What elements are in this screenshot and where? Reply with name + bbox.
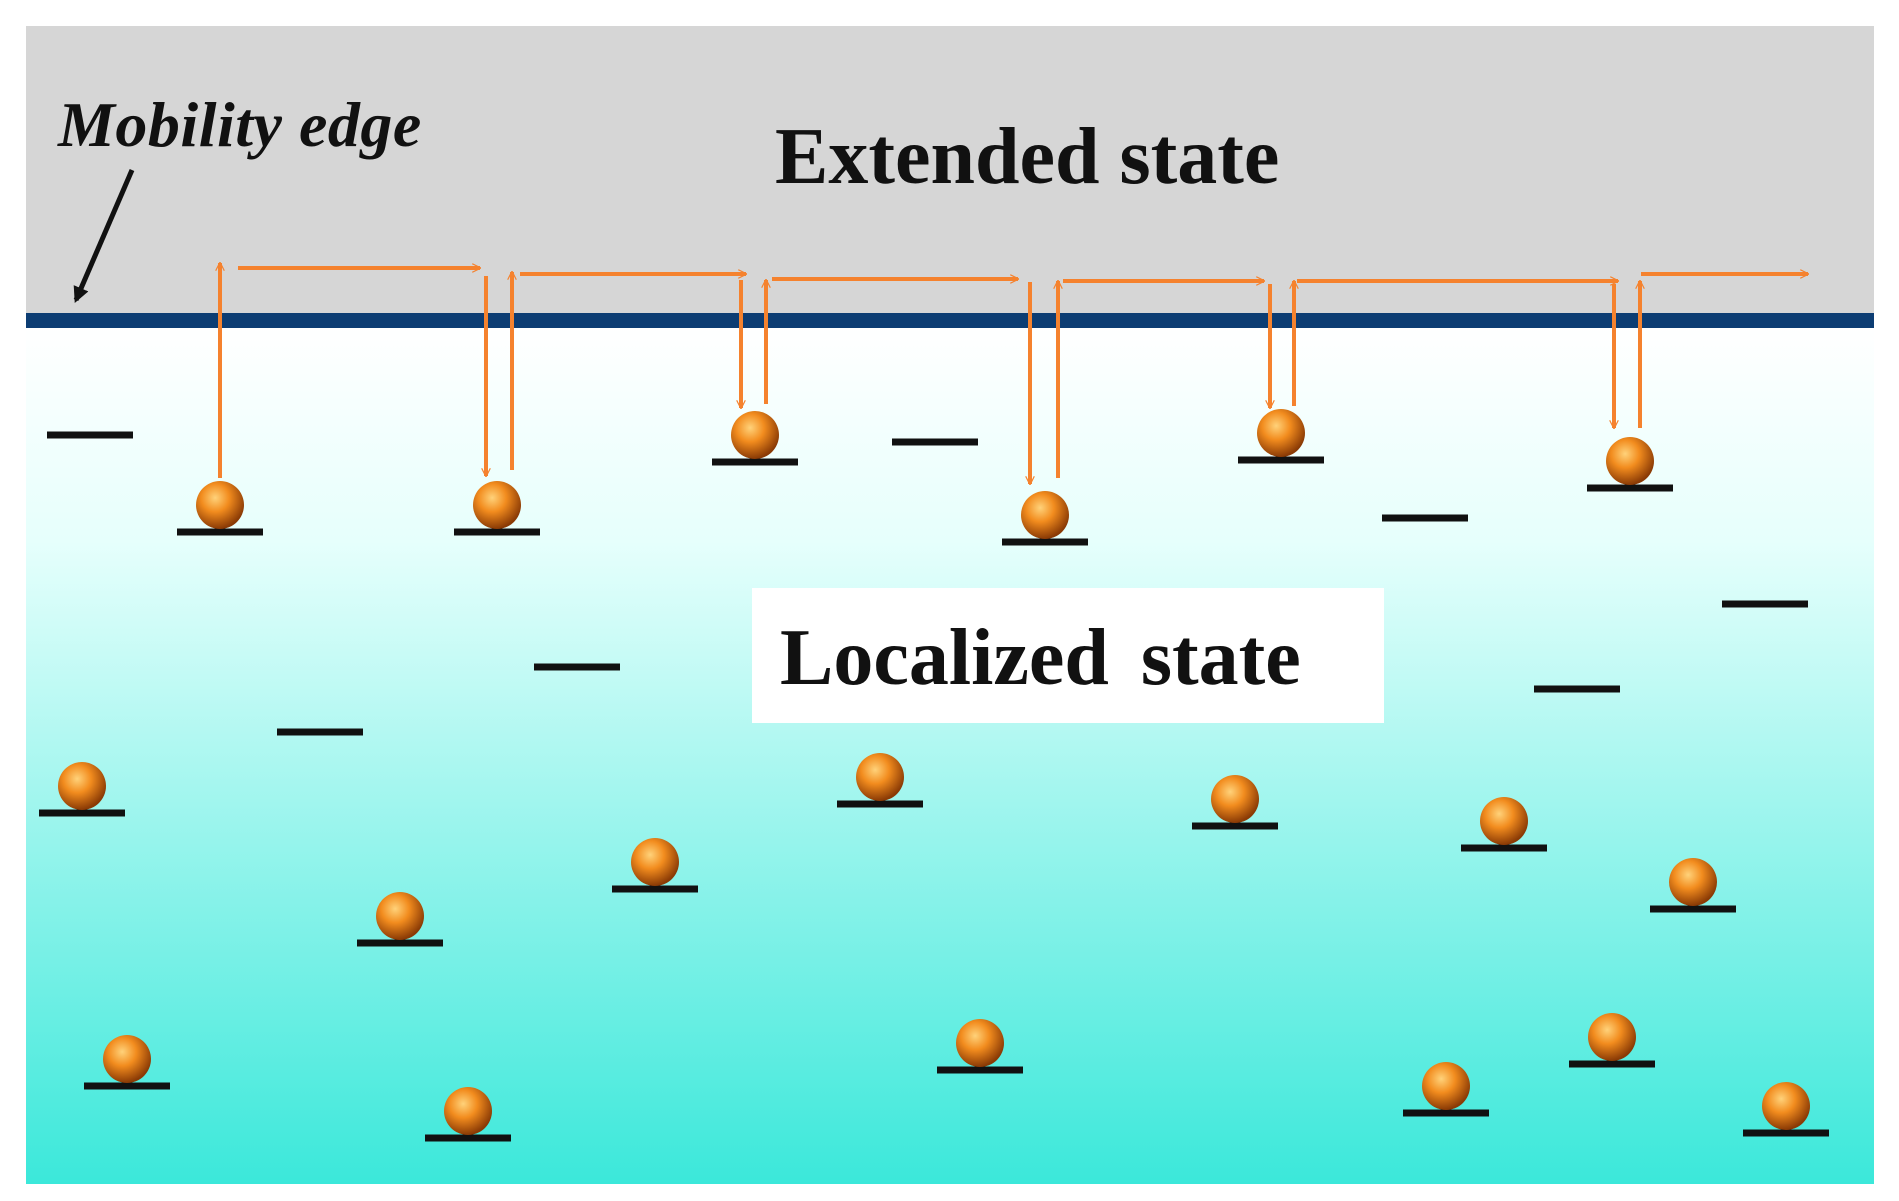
orange-sphere-icon bbox=[1480, 797, 1528, 845]
orange-sphere-icon bbox=[1257, 409, 1305, 457]
mobility-edge-pointer-arrow bbox=[73, 169, 135, 303]
orange-sphere-icon bbox=[1422, 1062, 1470, 1110]
orange-sphere-icon bbox=[473, 481, 521, 529]
trap-levels bbox=[39, 431, 1829, 1142]
mobility-edge-label: Mobility edge bbox=[58, 89, 422, 160]
orange-sphere-icon bbox=[956, 1019, 1004, 1067]
orange-sphere-icon bbox=[1669, 858, 1717, 906]
localized-state-label: Localized state bbox=[780, 614, 1301, 702]
hopping-path-arrows bbox=[220, 263, 1808, 484]
orange-sphere-icon bbox=[444, 1087, 492, 1135]
particles bbox=[58, 409, 1810, 1135]
orange-sphere-icon bbox=[196, 481, 244, 529]
localized-state-region bbox=[26, 327, 1874, 1184]
orange-sphere-icon bbox=[1762, 1082, 1810, 1130]
orange-sphere-icon bbox=[1021, 491, 1069, 539]
orange-sphere-icon bbox=[58, 762, 106, 810]
orange-sphere-icon bbox=[1211, 775, 1259, 823]
orange-sphere-icon bbox=[376, 892, 424, 940]
localized-state-label-box bbox=[752, 588, 1384, 723]
mobility-edge-line bbox=[26, 313, 1874, 328]
orange-sphere-icon bbox=[731, 411, 779, 459]
orange-sphere-icon bbox=[103, 1035, 151, 1083]
orange-sphere-icon bbox=[856, 753, 904, 801]
orange-sphere-icon bbox=[1588, 1013, 1636, 1061]
extended-state-label: Extended state bbox=[775, 113, 1280, 201]
orange-sphere-icon bbox=[1606, 437, 1654, 485]
orange-sphere-icon bbox=[631, 838, 679, 886]
